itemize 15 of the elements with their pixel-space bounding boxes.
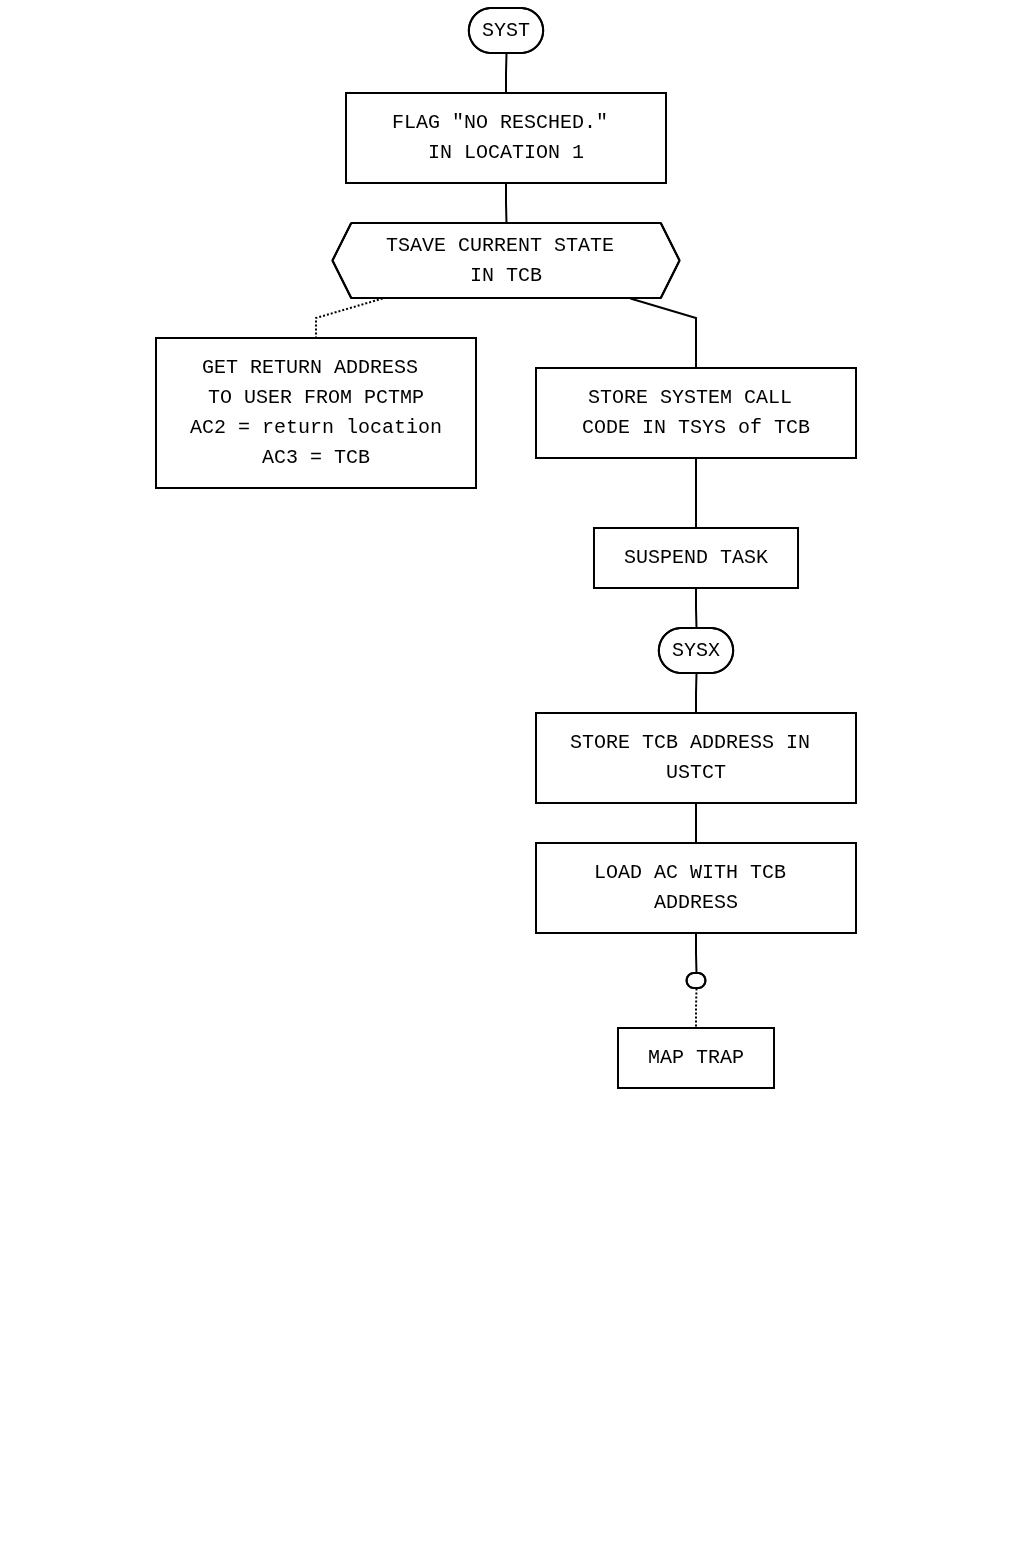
- node-box: LOAD AC WITH TCB ADDRESS: [534, 842, 857, 934]
- node-box: MAP TRAP: [616, 1027, 775, 1089]
- connector: [694, 587, 697, 630]
- connector: [504, 182, 507, 225]
- node-box: SUSPEND TASK: [592, 527, 799, 589]
- node-box: FLAG "NO RESCHED." IN LOCATION 1: [344, 92, 667, 184]
- connector: [504, 52, 507, 94]
- node-box: STORE TCB ADDRESS IN USTCT: [534, 712, 857, 804]
- node-box: GET RETURN ADDRESS TO USER FROM PCTMP AC2 = return location AC3 = TCB: [154, 337, 477, 489]
- connector: [694, 457, 697, 529]
- connector: [694, 802, 697, 844]
- connector: [694, 987, 697, 1029]
- connector: [694, 672, 697, 714]
- connector: [694, 932, 697, 975]
- node-box: STORE SYSTEM CALL CODE IN TSYS of TCB: [534, 367, 857, 459]
